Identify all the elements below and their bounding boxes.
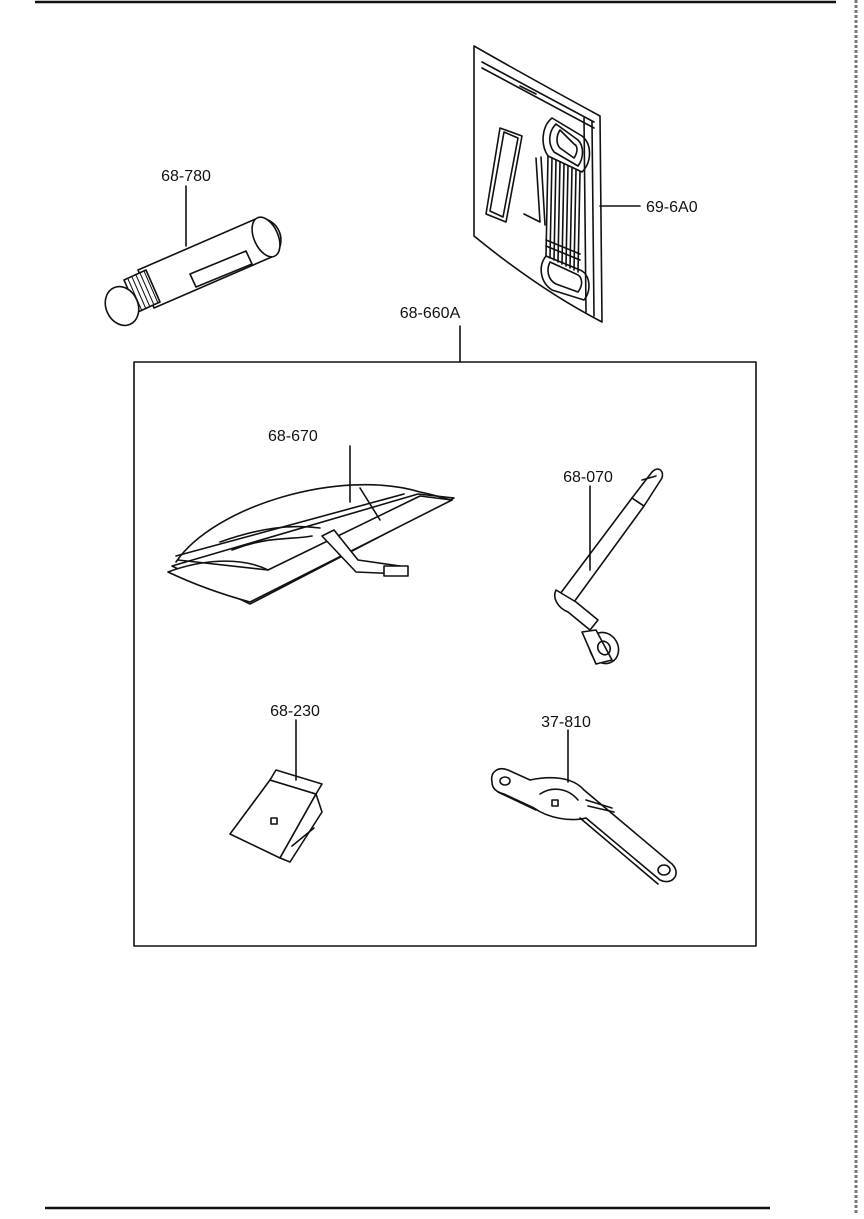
label-68-660A: 68-660A — [400, 305, 461, 322]
spanner-part — [490, 767, 677, 885]
label-69-6A0: 69-6A0 — [646, 199, 698, 216]
label-68-230: 68-230 — [270, 703, 320, 720]
label-68-670: 68-670 — [268, 428, 318, 445]
wheel-chock-part — [229, 769, 323, 863]
label-37-810: 37-810 — [541, 714, 591, 731]
tool-bag-part — [167, 483, 455, 605]
label-68-780: 68-780 — [161, 168, 211, 185]
lug-wrench-part — [553, 468, 664, 665]
tube-part — [104, 216, 282, 327]
bag-part — [473, 45, 603, 323]
label-68-070: 68-070 — [563, 469, 613, 486]
tool-kit-group-box — [133, 361, 757, 947]
